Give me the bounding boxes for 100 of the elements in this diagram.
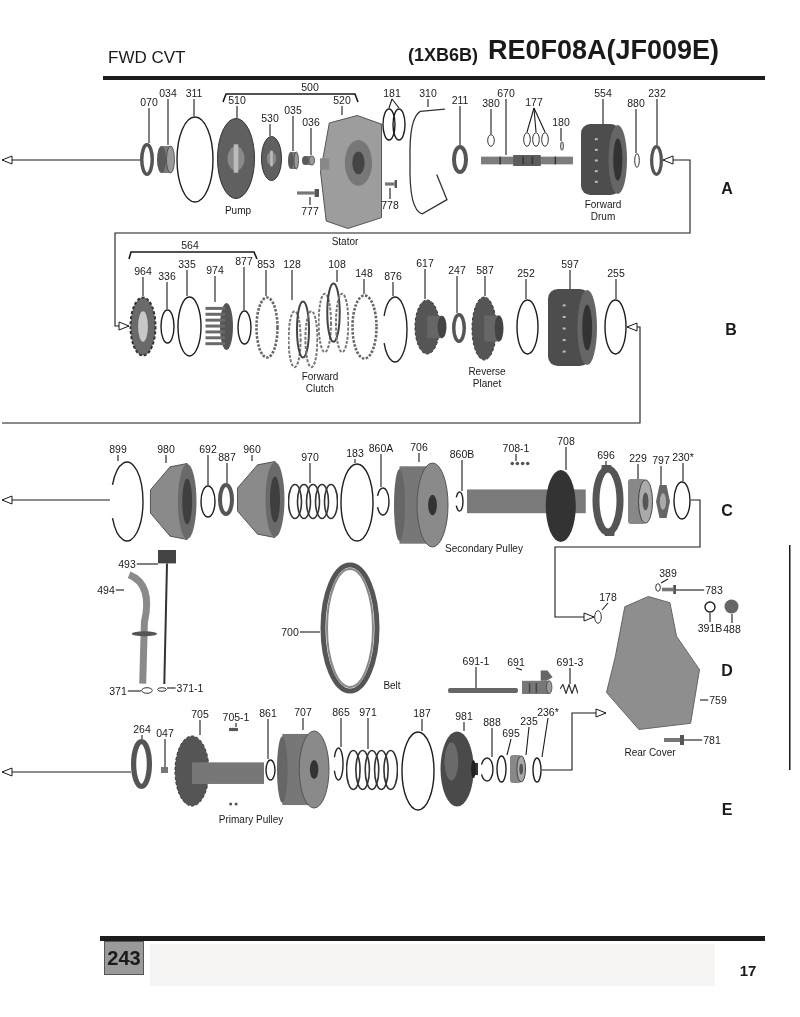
bearing-drawing [628, 479, 653, 524]
callout-number: 981 [455, 710, 473, 722]
callout-number: 876 [384, 270, 402, 282]
ring-drawing [177, 296, 202, 357]
page-tab: 243 [104, 941, 144, 975]
leader-line [214, 275, 216, 303]
leader-line [505, 98, 507, 156]
ring-drawing [237, 310, 252, 345]
leader-line [533, 107, 546, 133]
spring-drawing [346, 749, 398, 791]
leader-line [363, 278, 365, 295]
leader-line [424, 268, 426, 300]
callout-number: 783 [705, 584, 723, 596]
part-name: Reverse Planet [467, 366, 507, 390]
callout-number: 311 [185, 87, 203, 99]
leader-line [427, 98, 429, 108]
callout-number: 797 [652, 454, 670, 466]
leader-line [699, 699, 709, 701]
leader-line [463, 721, 465, 732]
seal-ring-drawing [131, 739, 152, 789]
clutch-plates-drawing [318, 282, 349, 355]
callout-number: 695 [502, 727, 520, 739]
ring-drawing [594, 610, 602, 624]
callout-number: 255 [607, 267, 625, 279]
drum-drawing [548, 289, 597, 366]
snap-ring-drawing [333, 747, 344, 781]
spring-drawing [288, 483, 338, 520]
callout-number: 887 [218, 451, 236, 463]
nut-drawing [656, 485, 670, 518]
callout-number: 853 [257, 258, 275, 270]
callout-number: 493 [118, 558, 136, 570]
gasket-drawing [408, 107, 449, 216]
leader-line [601, 602, 609, 611]
part-name: Primary Pulley [218, 814, 284, 826]
callout-number: 494 [97, 584, 115, 596]
seal-ring-drawing [140, 143, 154, 176]
leader-line [166, 281, 168, 310]
leader-line [310, 127, 312, 156]
gear-shaft-drawing [174, 735, 264, 807]
callout-number: 070 [140, 96, 158, 108]
ring-drawing [532, 757, 542, 783]
leader-line [380, 453, 382, 488]
leader-line [660, 578, 669, 584]
ring-drawing [604, 299, 627, 355]
piston-drawing [235, 461, 285, 538]
callout-number: 705-1 [222, 711, 250, 723]
bolt-drawing [385, 180, 397, 188]
belt-drawing [320, 562, 380, 694]
leader-line [299, 631, 321, 633]
callout-number: 389 [659, 567, 677, 579]
flow-arrow [554, 499, 701, 622]
ball-drawing [229, 727, 238, 732]
leader-line [709, 612, 711, 623]
callout-number: 706 [410, 441, 428, 453]
callout-number: 691-1 [462, 655, 490, 667]
leader-line [193, 98, 195, 117]
callout-number: 108 [328, 258, 346, 270]
callout-number: 597 [561, 258, 579, 270]
callout-number: 960 [243, 443, 261, 455]
part-name: Pump [224, 205, 252, 217]
title: RE0F08A(JF009E) [488, 34, 720, 66]
leader-line [142, 276, 144, 297]
flow-arrow [1, 767, 132, 777]
ring-drawing [704, 601, 716, 613]
callout-number: 865 [332, 706, 350, 718]
callout-number: 128 [283, 258, 301, 270]
callout-number: 564 [181, 239, 199, 251]
callout-number: 310 [419, 87, 437, 99]
seal-ring-drawing [218, 483, 234, 516]
callout-number: 180 [552, 116, 570, 128]
bolt-drawing [662, 585, 676, 594]
callout-number: 708-1 [502, 442, 530, 454]
shaft-drawing [481, 155, 573, 166]
rod-drawing [448, 688, 518, 693]
splined-plate-drawing [351, 294, 378, 360]
part-name: Rear Cover [624, 747, 676, 759]
leader-line [265, 269, 267, 297]
snap-ring-drawing [110, 461, 144, 542]
disc-drawing [217, 118, 255, 199]
callout-number: 264 [133, 723, 151, 735]
flow-arrow [1, 495, 111, 505]
drum-drawing [581, 124, 627, 195]
callout-number: 692 [199, 443, 217, 455]
leader-line [565, 446, 567, 471]
callout-number: 530 [261, 112, 279, 124]
seal-ring-drawing [452, 145, 468, 174]
leader-line [243, 266, 245, 311]
leader-line [484, 275, 486, 297]
callout-number: 178 [599, 591, 617, 603]
callout-number: 181 [383, 87, 401, 99]
leader-line [309, 196, 311, 206]
ring-drawing [516, 299, 539, 355]
leader-line [166, 687, 177, 689]
flow-arrow [541, 708, 607, 771]
callout-number: 247 [448, 264, 466, 276]
callout-number: 777 [301, 205, 319, 217]
callout-number: 187 [413, 707, 431, 719]
ring-drawing [160, 309, 175, 344]
leader-line [167, 98, 169, 146]
callout-number: 970 [301, 451, 319, 463]
